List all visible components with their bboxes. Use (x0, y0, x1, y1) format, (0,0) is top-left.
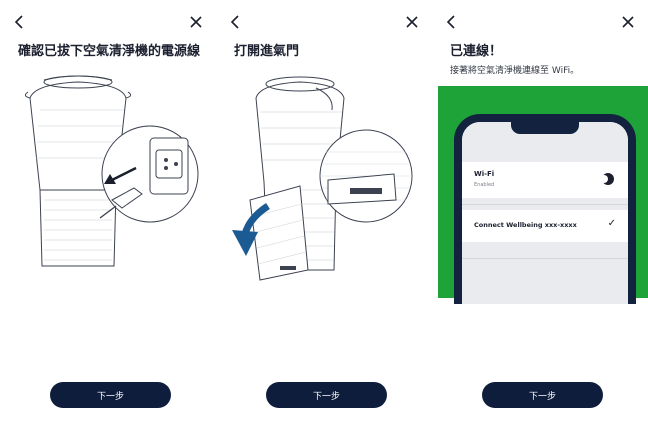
phone-screen: Wi-Fi Enabled Connect Wellbeing xxx-xxxx… (462, 122, 628, 304)
step-open-intake-panel: 打開進氣門 (216, 0, 432, 432)
wifi-setting-row: Wi-Fi Enabled (462, 162, 628, 198)
close-button[interactable] (186, 12, 206, 32)
close-x-icon (622, 16, 634, 28)
network-name: Connect Wellbeing xxx-xxxx (474, 221, 577, 229)
close-x-icon (406, 16, 418, 28)
network-row: Connect Wellbeing xxx-xxxx ✓ (462, 210, 628, 242)
next-button[interactable]: 下一步 (50, 382, 171, 408)
checkmark-icon: ✓ (607, 218, 616, 229)
chevron-left-icon (230, 15, 239, 29)
close-button[interactable] (402, 12, 422, 32)
back-button[interactable] (10, 12, 30, 32)
chevron-left-icon (14, 15, 23, 29)
divider (462, 258, 628, 259)
phone-illustration: Wi-Fi Enabled Connect Wellbeing xxx-xxxx… (454, 114, 636, 304)
wifi-status: Enabled (474, 182, 495, 188)
close-x-icon (190, 16, 202, 28)
page-title: 確認已拔下空氣清淨機的電源線 (18, 44, 201, 59)
divider (462, 204, 628, 205)
next-button[interactable]: 下一步 (266, 382, 387, 408)
phone-notch (511, 122, 579, 134)
page-subtitle: 接著將空氣清淨機連線至 WiFi。 (450, 66, 580, 76)
toggle-switch-icon (600, 173, 614, 185)
open-door-illustration (216, 70, 432, 290)
back-button[interactable] (442, 12, 462, 32)
chevron-left-icon (446, 15, 455, 29)
page-title: 打開進氣門 (234, 44, 300, 59)
close-button[interactable] (618, 12, 638, 32)
unplug-illustration (0, 70, 216, 290)
step-unplug-panel: 確認已拔下空氣清淨機的電源線 (0, 0, 216, 432)
wifi-label: Wi-Fi (474, 170, 495, 178)
next-button[interactable]: 下一步 (482, 382, 603, 408)
back-button[interactable] (226, 12, 246, 32)
page-title: 已連線！ (450, 44, 503, 59)
step-connected-panel: 已連線！ 接著將空氣清淨機連線至 WiFi。 Wi-Fi Enabled Con… (432, 0, 648, 432)
